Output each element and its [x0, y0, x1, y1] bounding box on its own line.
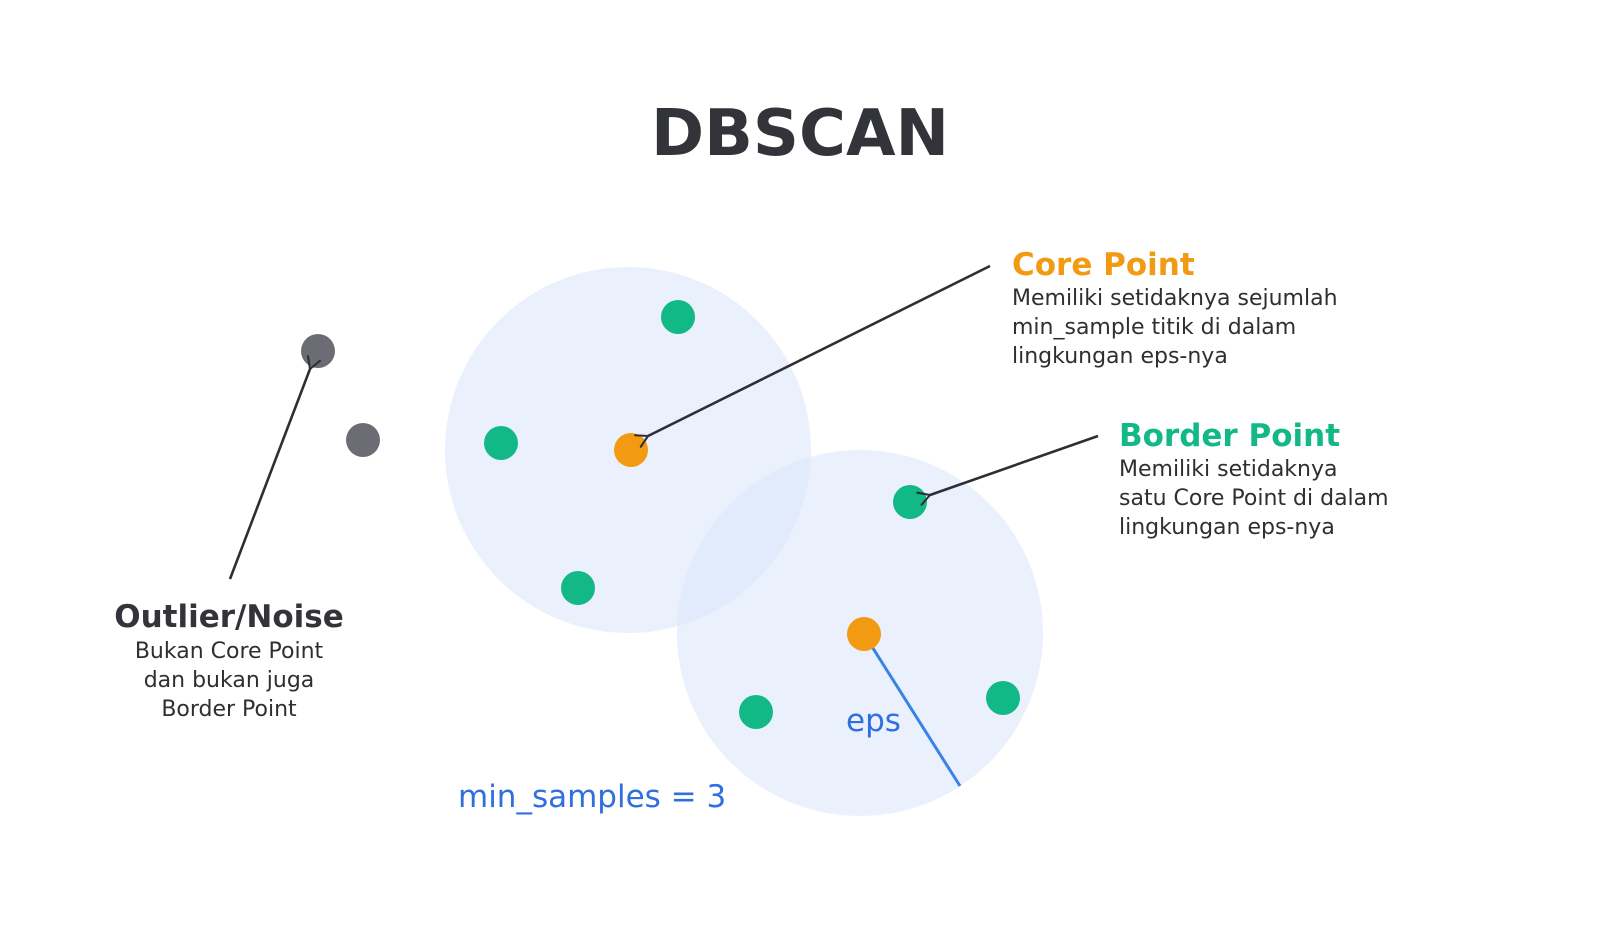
eps-radius-line: [862, 633, 962, 787]
core-point: [614, 433, 648, 467]
core-point-desc-line: min_sample titik di dalam: [1012, 315, 1296, 340]
noise-point: [346, 423, 380, 457]
eps-label: eps: [846, 703, 901, 739]
outlier-heading: Outlier/Noise: [114, 599, 343, 635]
border-point-desc-line: Memiliki setidaknya: [1119, 457, 1338, 482]
border-point: [893, 485, 927, 519]
outlier-desc-line: Bukan Core Point: [135, 639, 324, 664]
outlier-arrow: [228, 355, 322, 580]
core-point-heading: Core Point: [1012, 247, 1195, 283]
noise-point: [301, 334, 335, 368]
core-point-desc-line: lingkungan eps-nya: [1012, 344, 1228, 369]
border-point-desc-line: lingkungan eps-nya: [1119, 515, 1335, 540]
border-point: [661, 300, 695, 334]
border-point-desc-line: satu Core Point di dalam: [1119, 486, 1389, 511]
page-title: DBSCAN: [651, 97, 949, 171]
border-point: [986, 681, 1020, 715]
core-point-arrow: [634, 264, 991, 448]
min-samples-label: min_samples = 3: [458, 779, 726, 815]
border-point-heading: Border Point: [1119, 418, 1340, 454]
outlier-desc-line: dan bukan juga: [144, 668, 315, 693]
core-point: [847, 617, 881, 651]
core-point-desc-line: Memiliki setidaknya sejumlah: [1012, 286, 1338, 311]
border-point: [739, 695, 773, 729]
border-point-arrow: [916, 434, 1099, 506]
outlier-desc-line: Border Point: [161, 697, 297, 722]
border-point: [484, 426, 518, 460]
border-point: [561, 571, 595, 605]
